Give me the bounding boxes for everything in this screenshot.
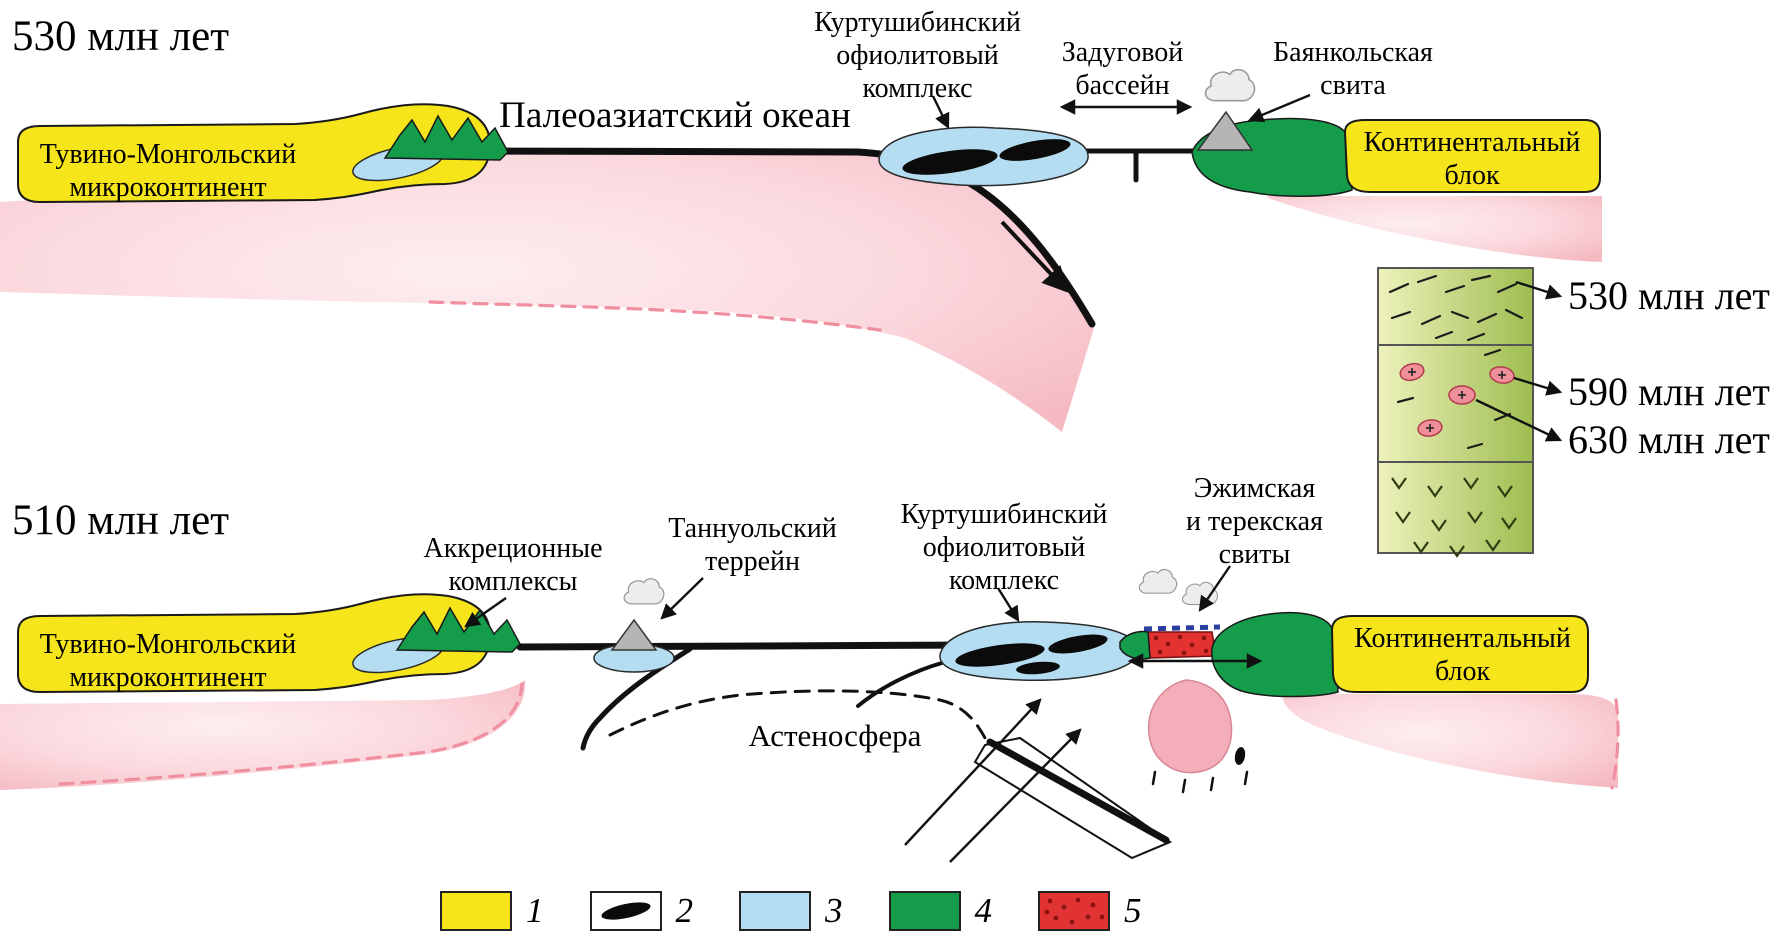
magma-speck-marks [1151, 770, 1249, 794]
ezhim-terek-suites-label: Эжимская и терекская свиты [1186, 473, 1323, 571]
bottom-ophiolite-lens-1 [955, 643, 1045, 667]
bottom-slab-stub-curve [856, 660, 947, 708]
bottom-continental-block-label: Континентальный блок [1354, 623, 1571, 688]
column-age-590-label: 590 млн лет [1568, 369, 1770, 414]
bottom-ophiolite-label-arrow [996, 587, 1020, 622]
legend-item-2: 2 [589, 891, 694, 931]
top-mantle-wedge [0, 153, 1094, 432]
legend-num-4: 4 [974, 891, 993, 930]
bottom-ophiolite-label: Куртушибинский офиолитовый комплекс [900, 499, 1108, 597]
ezhim-label-arrow [1198, 565, 1231, 612]
accretionary-complexes-label: Аккреционные комплексы [423, 533, 603, 598]
legend: 1 2 3 4 5 [440, 891, 1142, 931]
magma-diapir [1147, 679, 1233, 774]
top-continental-block-shape [1343, 119, 1601, 193]
detached-slab-fragment [973, 736, 1173, 860]
column-age530-arrow [1515, 280, 1563, 300]
legend-item-5: 5 [1038, 891, 1142, 931]
legend-item-4: 4 [888, 891, 993, 931]
asthenosphere-dashed-boundary [608, 689, 988, 742]
bottom-left-mantle-dashed-edge [58, 682, 524, 786]
accretionary-label-arrow [464, 597, 507, 628]
bottom-left-mantle [0, 680, 526, 790]
arc-smoke-icon-1 [1138, 568, 1178, 594]
bottom-ophiolite-lens-2 [1048, 634, 1108, 654]
bottom-continental-block-shape [1330, 615, 1589, 693]
green-complex-swatch [888, 891, 961, 931]
top-volcano-smoke-icon [1204, 68, 1256, 102]
paleoasian-ocean-label: Палеоазиатский океан [499, 95, 851, 136]
yellow-crust-swatch [440, 891, 512, 931]
top-age-label: 530 млн лет [12, 13, 230, 60]
strat-cell-pluton-pattern [1396, 348, 1515, 450]
legend-item-1: 1 [440, 891, 544, 931]
mantle-flow-arrow-1 [904, 698, 1042, 846]
top-ophiolite-lens-1 [902, 149, 998, 175]
magma-droplet [1234, 747, 1246, 765]
column-age630-arrow [1475, 398, 1563, 442]
blue-oceanic-swatch [739, 891, 811, 931]
column-age-530-label: 530 млн лет [1568, 273, 1770, 318]
asthenosphere-label: Астеносфера [748, 718, 922, 753]
bottom-microcontinent-label: Тувино-Монгольский микроконтинент [39, 629, 297, 694]
strat-cell-dash-pattern [1388, 274, 1524, 342]
bayankol-suite-label: Баянкольская свита [1273, 37, 1433, 102]
tannuol-smoke-icon [623, 578, 665, 605]
top-volcano-triangle [1196, 110, 1254, 151]
tannuol-label-arrow [660, 577, 704, 620]
black-lens-swatch [589, 891, 662, 931]
top-microcontinent-label: Тувино-Монгольский микроконтинент [39, 139, 297, 204]
tannuol-volcano-triangle [610, 618, 658, 651]
column-age590-arrow [1513, 376, 1563, 396]
legend-num-3: 3 [825, 891, 843, 930]
bottom-ophiolite-lens-3 [1016, 661, 1060, 675]
legend-item-3: 3 [739, 891, 843, 931]
bottom-right-mantle-root [1282, 694, 1618, 788]
bottom-right-mantle-dashed-edge [1610, 698, 1620, 790]
detached-slab-top-line [986, 738, 1170, 844]
top-mantle-dashed-edge [428, 300, 882, 332]
subduction-arrow [1000, 220, 1069, 293]
bottom-arc-green-block [1211, 611, 1339, 698]
top-ophiolite-label-arrow [931, 95, 950, 130]
bayankol-label-arrow [1247, 93, 1311, 123]
ezhim-dashed-blue-cover [1143, 624, 1221, 632]
strat-cell-v-pattern [1391, 477, 1517, 558]
backarc-basin-label: Задуговой бассейн [1061, 37, 1184, 102]
red-dotted-swatch [1038, 891, 1110, 931]
top-continental-block-label: Континентальный блок [1363, 127, 1581, 192]
top-right-mantle-root [1268, 196, 1602, 262]
top-ophiolite-label: Куртушибинский офиолитовый комплекс [814, 7, 1021, 105]
top-ophiolite-lens-2 [999, 139, 1071, 161]
mantle-flow-arrow-2 [949, 728, 1082, 863]
tannuol-terrane-label: Таннуольский террейн [668, 513, 837, 578]
bottom-age-label: 510 млн лет [12, 497, 230, 544]
legend-num-1: 1 [526, 891, 544, 930]
column-age-630-label: 630 млн лет [1568, 417, 1770, 462]
legend-num-5: 5 [1124, 891, 1142, 930]
ezhim-red-dot-pattern [1153, 634, 1209, 656]
legend-num-2: 2 [675, 891, 694, 930]
